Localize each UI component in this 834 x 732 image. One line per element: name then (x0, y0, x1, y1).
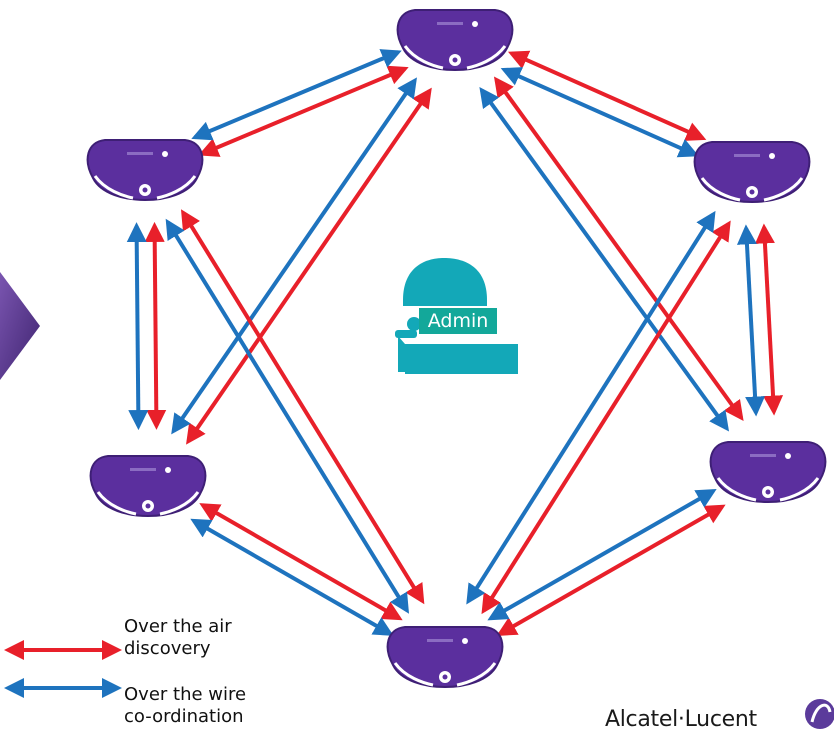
link-wire-arrow-3 (736, 224, 766, 417)
links-layer (126, 49, 784, 636)
ap-upper-left-access-point-icon (86, 139, 204, 202)
ap-bottom-access-point-icon (386, 626, 504, 689)
link-wire-arrow-0 (191, 49, 402, 141)
link-air-arrow-3 (754, 223, 784, 416)
link-wire-arrow-2 (126, 222, 149, 431)
side-chevron (0, 272, 40, 380)
link-wire-arrow-9 (466, 210, 716, 605)
link-air-arrow-4 (199, 503, 403, 621)
brand-text: Alcatel·Lucent (605, 707, 757, 732)
alcatel-lucent-logo (805, 699, 834, 729)
link-air-arrow-2 (144, 221, 167, 430)
ap-lower-right-access-point-icon (709, 441, 827, 504)
link-air-arrow-8 (180, 209, 425, 605)
link-air-arrow-1 (508, 50, 707, 141)
admin-label: Admin (419, 308, 497, 334)
ap-top-access-point-icon (396, 9, 514, 72)
ap-upper-right-access-point-icon (693, 141, 811, 204)
link-wire-arrow-7 (479, 87, 730, 432)
link-wire-arrow-8 (165, 218, 410, 614)
nodes-layer (86, 9, 827, 689)
link-wire-arrow-1 (500, 67, 699, 158)
link-air-arrow-5 (496, 504, 726, 636)
ap-lower-left-access-point-icon (89, 455, 207, 518)
admin-icon (395, 258, 518, 374)
